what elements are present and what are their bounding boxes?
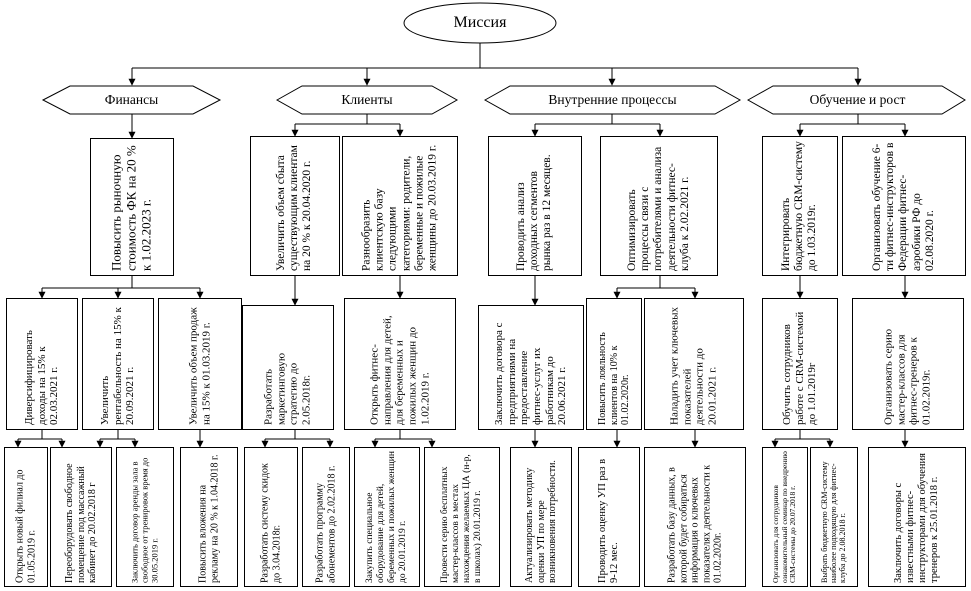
task-box-discount-system: Разработать систему скидок до 3.04.2018г… [244, 447, 298, 587]
subgoal-box-profitability: Увеличить рентабельность на 15% к 20.09.… [82, 298, 154, 430]
subgoal-box-new-directions: Открыть фитнес-направления для детей, дл… [344, 298, 456, 430]
subgoal-box-kpi-accounting: Наладить учет ключевых показателей деяте… [644, 298, 744, 430]
task-box-periodic-assessment: Проводить оценку УП раз в 9-12 мес. [578, 447, 640, 587]
goal-text: Разнообразить клиентскую базу следующими… [360, 144, 439, 271]
subgoal-text: Обучить сотрудников работе с CRM-системо… [781, 311, 819, 425]
mission-label: Миссия [453, 14, 507, 31]
subgoal-box-master-classes: Организовать серию мастер-классов для фи… [852, 298, 964, 430]
task-text: Организовать для сотрудников ознакомител… [771, 451, 798, 583]
task-box-massage-room: Переоборудовать свободное помещение под … [50, 447, 112, 587]
task-text: Разработать программу абонементов до 2.0… [314, 465, 338, 583]
goal-box-crm-integration: Интегрировать бюджетную CRM-систему до 1… [762, 136, 838, 276]
task-text: Повысить вложения на рекламу на 20 % к 1… [197, 454, 221, 583]
task-box-methodology-update: Актуализировать методику оценки УП по ме… [510, 447, 572, 587]
task-text: Открыть новый филиал до 01.05.2019 г. [14, 469, 38, 583]
goal-text: Проводить анализ доходных сегментов рынк… [515, 154, 554, 271]
subgoal-text: Диверсифицировать доходы на 15% к 02.03.… [23, 330, 61, 425]
task-text: Разработать базу данных, в которой будет… [666, 464, 724, 583]
task-text: Проводить оценку УП раз в 9-12 мес. [596, 458, 620, 583]
subgoal-box-corporate-contracts: Заключить договора с предприятиями на пр… [478, 305, 584, 430]
goal-box-market-analysis: Проводить анализ доходных сегментов рынк… [488, 136, 582, 276]
task-box-free-master-classes: Провести серию бесплатных мастер-классов… [424, 447, 500, 587]
task-box-instructor-contracts: Заключить договоры с известными фитнес-и… [868, 447, 966, 587]
task-text: Переоборудовать свободное помещение под … [63, 463, 98, 583]
subgoal-text: Наладить учет ключевых показателей деяте… [668, 307, 719, 425]
task-box-hall-rental: Заключить договор аренды зала в свободно… [116, 447, 174, 587]
goal-text: Интегрировать бюджетную CRM-систему до 1… [780, 141, 819, 271]
task-box-new-branch: Открыть новый филиал до 01.05.2019 г. [4, 447, 48, 587]
subgoal-box-sales-growth: Увеличить объем продаж на 15% к 01.03.20… [158, 298, 242, 430]
task-box-equipment-purchase: Закупить специальное оборудование для де… [354, 447, 420, 587]
subgoal-box-client-loyalty: Повысить лояльность клиентов на 10% к 01… [586, 298, 642, 430]
task-text: Выбрать бюджетную CRM-систему наиболее п… [820, 461, 848, 583]
goal-box-sales-volume: Увеличить объем сбыта существующим клиен… [250, 136, 340, 276]
goal-box-client-base: Разнообразить клиентскую базу следующими… [342, 136, 458, 276]
perspective-hexagon-learning [746, 85, 966, 115]
task-text: Закупить специальное оборудование для де… [365, 451, 408, 583]
subgoal-box-crm-training: Обучить сотрудников работе с CRM-системо… [762, 298, 838, 430]
task-box-subscription-program: Разработать программу абонементов до 2.0… [302, 447, 350, 587]
task-box-kpi-database: Разработать базу данных, в которой будет… [644, 447, 746, 587]
task-text: Провести серию бесплатных мастер-классов… [440, 454, 483, 583]
task-box-crm-selection: Выбрать бюджетную CRM-систему наиболее п… [810, 447, 858, 587]
goal-text: Организовать обучение 6-ти фитнес-инстру… [870, 142, 936, 271]
task-box-crm-seminar: Организовать для сотрудников ознакомител… [762, 447, 808, 587]
goal-box-market-value: Повысить рыночную стоимость ФК на 20 % к… [90, 138, 174, 276]
subgoal-text: Заключить договора с предприятиями на пр… [493, 322, 569, 425]
subgoal-text: Разработать маркетинговую стратегию до 2… [262, 352, 313, 425]
perspective-hexagon-clients [275, 85, 459, 115]
perspective-hexagon-processes [483, 85, 742, 115]
goal-text: Повысить рыночную стоимость ФК на 20 % к… [108, 145, 154, 271]
goal-text: Оптимизировать процессы связи с потребит… [625, 146, 691, 271]
subgoal-text: Увеличить объем продаж на 15% к 01.03.20… [187, 307, 212, 425]
task-box-advertising: Повысить вложения на рекламу на 20 % к 1… [180, 447, 238, 587]
subgoal-text: Организовать серию мастер-классов для фи… [882, 328, 933, 425]
perspective-label-finance: Финансы [104, 92, 159, 107]
goal-text: Увеличить объем сбыта существующим клиен… [275, 145, 314, 271]
subgoal-box-diversify-income: Диверсифицировать доходы на 15% к 02.03.… [6, 298, 78, 430]
task-text: Заключить договоры с известными фитнес-и… [892, 453, 941, 583]
perspective-label-internal-processes: Внутренние процессы [548, 92, 677, 107]
task-text: Разработать систему скидок до 3.04.2018г… [259, 463, 283, 583]
subgoal-text: Повысить лояльность клиентов на 10% к 01… [596, 332, 631, 425]
goal-box-instructor-training: Организовать обучение 6-ти фитнес-инстру… [842, 136, 966, 276]
perspective-hexagon-finance [41, 85, 222, 115]
perspective-label-learning-growth: Обучение и рост [809, 92, 906, 107]
subgoal-text: Увеличить рентабельность на 15% к 20.09.… [99, 307, 137, 425]
subgoal-text: Открыть фитнес-направления для детей, дл… [368, 315, 431, 425]
task-text: Актуализировать методику оценки УП по ме… [523, 460, 558, 583]
goal-box-optimize-processes: Оптимизировать процессы связи с потребит… [600, 136, 718, 276]
perspective-label-clients: Клиенты [341, 92, 393, 107]
subgoal-box-marketing-strategy: Разработать маркетинговую стратегию до 2… [242, 305, 334, 430]
task-text: Заключить договор аренды зала в свободно… [129, 457, 159, 583]
